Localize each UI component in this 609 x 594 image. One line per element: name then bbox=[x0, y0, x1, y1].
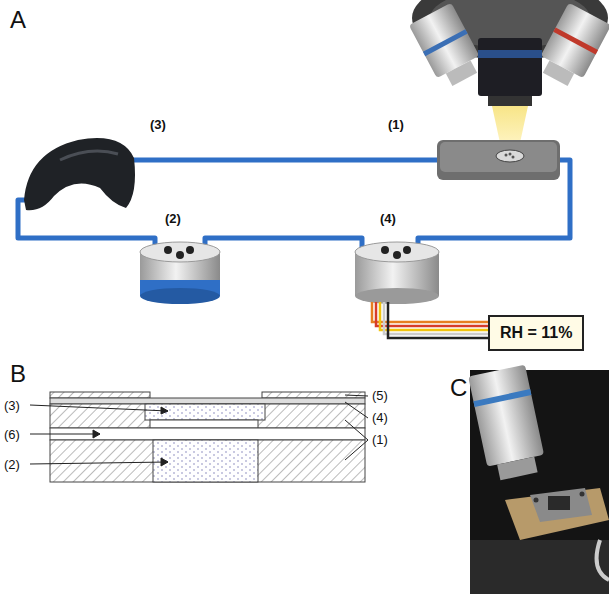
callout-number: (3) bbox=[4, 399, 20, 412]
panel-letter: B bbox=[10, 362, 26, 386]
sensor-readout-box: RH = 11% bbox=[488, 315, 584, 351]
callout-number: (3) bbox=[150, 118, 166, 131]
callout-number: (2) bbox=[165, 212, 181, 225]
panel-letter: A bbox=[10, 8, 26, 32]
callout-number: (2) bbox=[4, 458, 20, 471]
callout-number: (6) bbox=[4, 428, 20, 441]
callout-number: (1) bbox=[372, 433, 388, 446]
callout-number: (1) bbox=[388, 118, 404, 131]
callout-number: (5) bbox=[372, 389, 388, 402]
callout-number: (4) bbox=[372, 411, 388, 424]
panel-letter: C bbox=[450, 376, 467, 400]
callout-number: (4) bbox=[380, 212, 396, 225]
node-text: RH = 11% bbox=[500, 324, 572, 341]
